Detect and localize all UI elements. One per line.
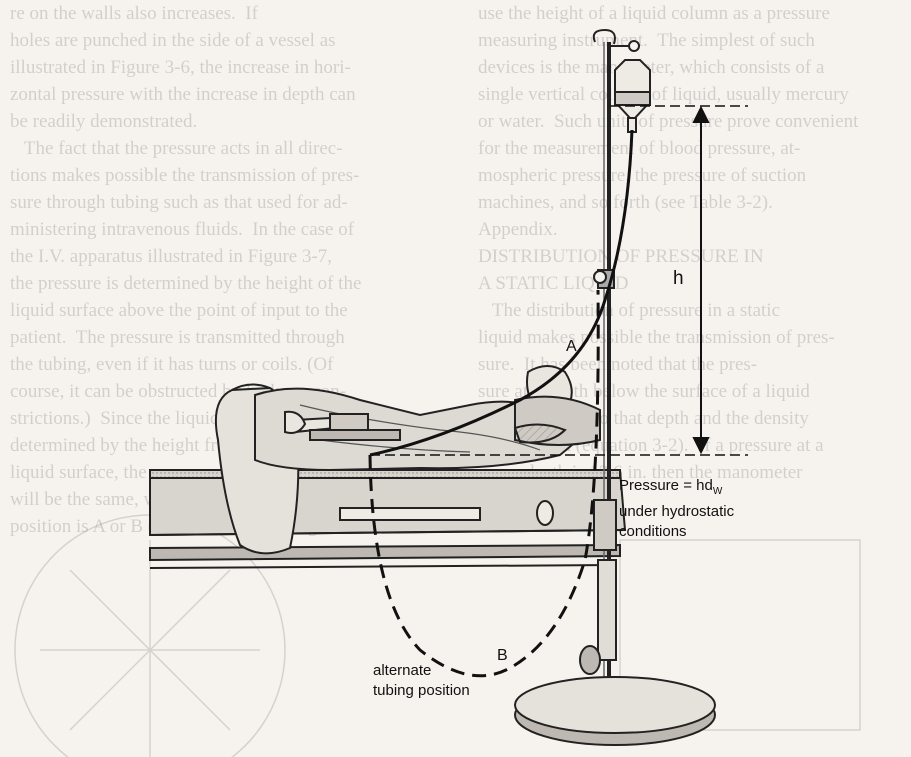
patient <box>254 365 601 472</box>
height-arrow <box>692 105 710 455</box>
pressure-caption-line2: under hydrostatic <box>619 503 735 520</box>
iv-bottle <box>614 59 651 133</box>
pressure-caption-line3: conditions <box>619 523 687 540</box>
tubing-b-dashed <box>368 289 600 678</box>
tubing-b-label: B <box>497 647 508 664</box>
alternate-caption-line2: tubing position <box>373 682 470 699</box>
tubing-a-label: A <box>566 338 577 355</box>
pressure-formula: Pressure = hdW <box>619 476 734 502</box>
alternate-caption-line1: alternate <box>373 662 432 679</box>
tubing-a-solid <box>369 129 634 457</box>
pressure-formula-text: Pressure = hd <box>619 477 713 494</box>
pressure-formula-subscript: W <box>712 486 723 497</box>
alternate-tubing-caption: alternate tubing position <box>373 661 470 701</box>
height-label: h <box>673 268 684 289</box>
hospital-bed <box>149 469 627 569</box>
iv-pole <box>514 28 716 746</box>
pressure-caption: Pressure = hdW under hydrostatic conditi… <box>619 476 734 542</box>
